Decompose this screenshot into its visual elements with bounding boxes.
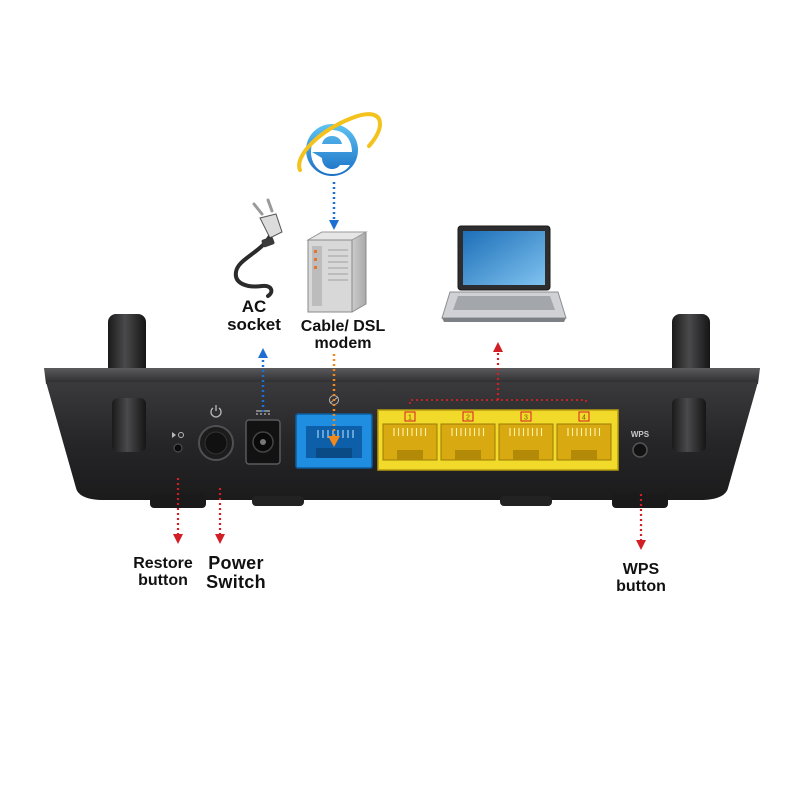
- wps-port-label: WPS: [631, 430, 650, 439]
- lan-port-number: 3: [520, 411, 532, 422]
- internet-link-arrow: [329, 182, 339, 230]
- internet-explorer-icon: [297, 112, 383, 176]
- power-switch[interactable]: [198, 425, 234, 461]
- lan-port-number: 2: [462, 411, 474, 422]
- restore-button[interactable]: [173, 443, 183, 453]
- dc-power-socket[interactable]: [245, 419, 281, 465]
- restore-link: [173, 478, 183, 544]
- lan-port-1[interactable]: [382, 423, 438, 461]
- ac-socket-link: [258, 348, 268, 412]
- lan-port-number-text: 3: [524, 415, 528, 422]
- restore-button-label: Restore button: [133, 555, 193, 590]
- right-antenna-base: [672, 398, 706, 452]
- lan-port-3[interactable]: [498, 423, 554, 461]
- power-switch-label: Power Switch: [206, 553, 266, 593]
- wps-link: [636, 494, 646, 550]
- power-plug-icon: [233, 198, 283, 298]
- ac-socket-label: AC socket: [227, 297, 281, 335]
- modem-wan-link: [328, 354, 340, 447]
- laptop-icon: [441, 225, 567, 322]
- lan-port-number-text: 1: [408, 415, 412, 422]
- modem-icon: [306, 231, 368, 313]
- wps-button-label: WPS button: [616, 561, 666, 596]
- lan-port-number-text: 2: [466, 415, 470, 422]
- lan-port-number-text: 4: [582, 415, 586, 422]
- lan-port-2[interactable]: [440, 423, 496, 461]
- modem-label: Cable/ DSL modem: [300, 318, 386, 353]
- left-antenna-base: [112, 398, 146, 452]
- lan-ports: 1 2 3 4: [382, 411, 612, 461]
- lan-port-number: 4: [578, 411, 590, 422]
- lan-port-4[interactable]: [556, 423, 612, 461]
- restore-icon: [172, 432, 184, 438]
- power-icon: [210, 405, 222, 418]
- power-link: [215, 488, 225, 544]
- lan-laptop-link: [409, 342, 587, 404]
- lan-port-number: 1: [404, 411, 416, 422]
- wps-button[interactable]: [632, 442, 648, 458]
